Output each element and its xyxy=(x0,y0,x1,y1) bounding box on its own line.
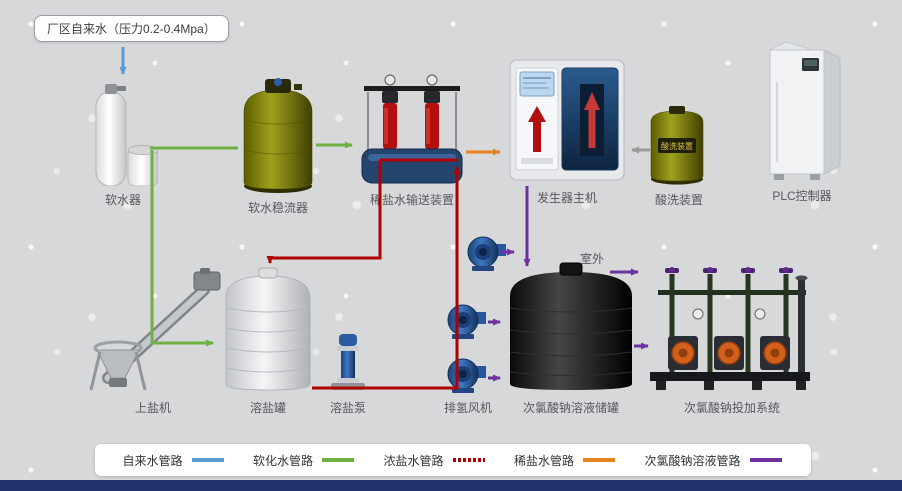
salt-loader-label: 上盐机 xyxy=(134,401,171,415)
soft-water-stabilizer: 软水稳流器 xyxy=(240,76,316,216)
legend-label: 稀盐水管路 xyxy=(513,453,574,468)
salt-dissolving-pump-illustration xyxy=(331,334,365,390)
legend-swatch-dilute-brine xyxy=(583,458,615,462)
legend-swatch-tap-water xyxy=(191,458,224,462)
salt-dissolving-pump-label: 溶盐泵 xyxy=(329,401,366,415)
hydrogen-fan-2-illustration xyxy=(447,304,486,339)
dilute-brine-transport-label: 稀盐水输送装置 xyxy=(369,193,454,207)
hydrogen-fan-3-illustration xyxy=(447,358,486,393)
salt-dissolving-pump: 溶盐泵 xyxy=(326,330,370,416)
legend-item-dilute-brine: 稀盐水管路 xyxy=(514,452,617,469)
water-softener: 软水器 xyxy=(88,82,158,208)
acid-wash-device-illustration: 酸洗装置 xyxy=(650,106,704,185)
soft-water-stabilizer-illustration xyxy=(243,78,313,193)
naclo-storage-tank-illustration xyxy=(509,262,633,390)
acid-wash-device-label: 酸洗装置 xyxy=(654,193,703,207)
legend-item-concentrated-brine: 浓盐水管路 xyxy=(383,452,486,469)
legend-swatch-naclo-solution xyxy=(749,458,782,462)
outdoor-label: 室外 xyxy=(580,252,605,266)
salt-dissolving-tank-illustration xyxy=(225,267,311,391)
plc-controller: PLC控制器 xyxy=(760,36,844,204)
pipeline-legend: 自来水管路 软化水管路 浓盐水管路 稀盐水管路 次氯酸钠溶液管路 xyxy=(95,444,811,476)
naclo-dosing-system-label: 次氯酸钠投加系统 xyxy=(683,401,780,415)
hydrogen-fan-1 xyxy=(464,234,508,272)
hydrogen-fans-label: 排氢风机 xyxy=(443,401,492,415)
legend-item-naclo-solution: 次氯酸钠溶液管路 xyxy=(644,452,783,469)
legend-label: 浓盐水管路 xyxy=(383,453,444,468)
naclo-storage-tank: 次氯酸钠溶液储罐 xyxy=(504,260,638,416)
legend-label: 自来水管路 xyxy=(122,453,183,468)
legend-swatch-softened-water xyxy=(322,458,354,462)
generator-main-unit-label: 发生器主机 xyxy=(536,191,597,205)
water-softener-illustration xyxy=(95,84,158,186)
salt-loader: 上盐机 xyxy=(78,268,228,416)
generator-main-unit: 发生器主机 xyxy=(508,58,626,206)
legend-label: 软化水管路 xyxy=(252,453,313,468)
legend-swatch-concentrated-brine xyxy=(452,458,485,462)
tap-water-callout: 厂区自来水（压力0.2-0.4Mpa） xyxy=(34,15,229,42)
legend-item-softened-water: 软化水管路 xyxy=(253,452,356,469)
plc-controller-label: PLC控制器 xyxy=(772,189,832,203)
hydrogen-fan-1-illustration xyxy=(467,236,506,271)
salt-dissolving-tank: 溶盐罐 xyxy=(222,266,314,416)
water-softener-label: 软水器 xyxy=(104,193,141,207)
dilute-brine-transport-illustration xyxy=(361,74,463,184)
hydrogen-fan-2 xyxy=(446,302,486,340)
salt-loader-illustration xyxy=(89,268,221,391)
naclo-storage-tank-label: 次氯酸钠溶液储罐 xyxy=(522,401,619,415)
bottom-accent-bar xyxy=(0,480,902,491)
acid-wash-device: 酸洗装置 酸洗装置 xyxy=(648,104,710,208)
generator-main-unit-illustration xyxy=(509,59,625,181)
salt-dissolving-tank-label: 溶盐罐 xyxy=(249,401,286,415)
naclo-dosing-system-illustration xyxy=(650,267,810,390)
plc-controller-illustration xyxy=(769,41,841,180)
soft-water-stabilizer-label: 软水稳流器 xyxy=(247,201,308,215)
dilute-brine-transport: 稀盐水输送装置 xyxy=(360,72,464,208)
naclo-dosing-system: 次氯酸钠投加系统 xyxy=(648,262,816,416)
acid-wash-plate-text: 酸洗装置 xyxy=(661,141,693,151)
hydrogen-fan-3 xyxy=(446,356,486,394)
legend-label: 次氯酸钠溶液管路 xyxy=(644,453,741,468)
legend-item-tap-water: 自来水管路 xyxy=(122,452,225,469)
